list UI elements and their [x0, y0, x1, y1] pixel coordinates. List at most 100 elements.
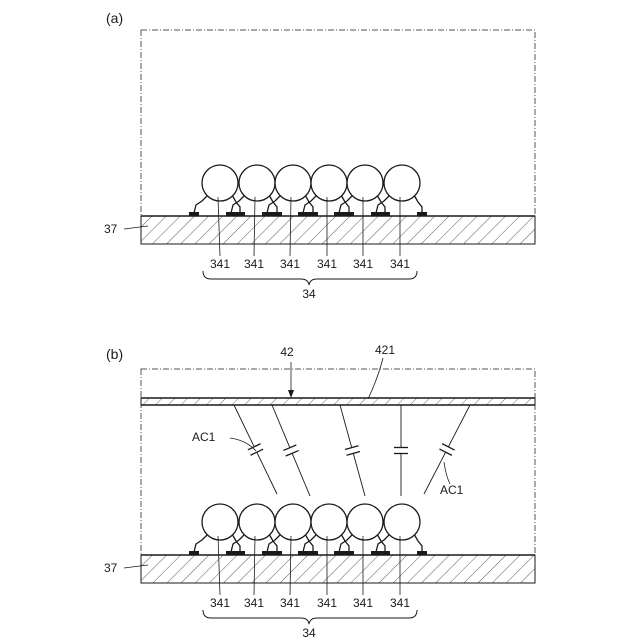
ball-leader-2 — [254, 197, 255, 256]
ball-pad-right — [272, 551, 282, 555]
panel-b-plate-label: 42 — [280, 345, 294, 359]
panel-b-substrate-label: 37 — [104, 561, 118, 575]
ball-leader-2 — [254, 536, 255, 595]
capacitor-lead-top — [272, 405, 290, 448]
ball-pad-right — [235, 551, 245, 555]
panel-b-solder-balls — [189, 504, 427, 555]
ball-body — [239, 504, 275, 540]
panel-a-ball-label-4: 341 — [317, 257, 337, 271]
panel-a-ball-label-6: 341 — [390, 257, 410, 271]
capacitor-lead-top — [340, 405, 352, 448]
ball-pad-right — [417, 212, 427, 216]
coupling-capacitor-4 — [394, 405, 408, 496]
ball-body — [275, 504, 311, 540]
panel-b-group-brace — [203, 610, 417, 624]
panel-a-group-brace — [203, 271, 417, 285]
capacitor-plate-bottom — [286, 451, 299, 456]
coupling-capacitor-3 — [340, 405, 365, 496]
ball-pad-left — [334, 212, 344, 216]
panel-b-ball-label-5: 341 — [353, 596, 373, 610]
capacitor-lead-bottom — [292, 453, 310, 496]
ball-pad-left — [298, 212, 308, 216]
panel-a: (a) 37 341 341 341 341 341 341 34 — [104, 10, 535, 301]
capacitor-lead-top — [448, 405, 470, 447]
panel-a-ball-label-3: 341 — [280, 257, 300, 271]
ball-body — [347, 165, 383, 201]
ball-body — [275, 165, 311, 201]
panel-b-coupling-capacitors — [234, 405, 470, 496]
capacitor-lead-bottom — [353, 453, 365, 496]
panel-a-ball-label-2: 341 — [244, 257, 264, 271]
panel-b-plate-surface-label: 421 — [375, 343, 395, 357]
ball-pad-right — [380, 212, 390, 216]
panel-b-plate-surface-leader — [368, 358, 383, 399]
ball-lead-right — [377, 534, 385, 552]
ball-lead-left — [194, 534, 208, 552]
ball-body — [384, 504, 420, 540]
ball-leader-3 — [290, 536, 291, 595]
ball-lead-right — [377, 195, 385, 213]
panel-b-ball-label-2: 341 — [244, 596, 264, 610]
ball-pad-left — [226, 212, 236, 216]
panel-b-ball-label-1: 341 — [210, 596, 230, 610]
panel-b-group-label: 34 — [302, 626, 316, 640]
panel-b-substrate — [141, 555, 535, 583]
ball-body — [202, 504, 238, 540]
ball-pad-right — [344, 551, 354, 555]
panel-a-substrate — [141, 216, 535, 244]
ball-pad-right — [417, 551, 427, 555]
ball-pad-left — [262, 212, 272, 216]
capacitor-lead-bottom — [257, 452, 277, 494]
capacitor-lead-top — [234, 405, 254, 447]
solder-ball-1 — [189, 165, 245, 216]
panel-b-plate — [141, 398, 535, 405]
ball-body — [347, 504, 383, 540]
panel-a-frame — [141, 30, 535, 244]
panel-a-label: (a) — [106, 10, 123, 26]
ball-pad-left — [262, 551, 272, 555]
ball-pad-left — [298, 551, 308, 555]
panel-a-substrate-label: 37 — [104, 222, 118, 236]
ball-body — [239, 165, 275, 201]
ball-pad-right — [380, 551, 390, 555]
panel-b-label: (b) — [106, 346, 123, 362]
ball-lead-right — [232, 534, 240, 552]
capacitor-plate-top — [283, 445, 296, 450]
panel-a-solder-balls — [189, 165, 427, 216]
coupling-capacitor-1 — [234, 405, 277, 494]
panel-a-ball-label-1: 341 — [210, 257, 230, 271]
capacitor-plate-bottom — [251, 449, 264, 455]
ball-pad-right — [344, 212, 354, 216]
coupling-capacitor-2 — [272, 405, 310, 496]
ball-body — [202, 165, 238, 201]
capacitor-plate-top — [442, 444, 454, 450]
ball-pad-left — [371, 551, 381, 555]
ball-pad-left — [371, 212, 381, 216]
panel-b-ac1-leader-right — [444, 462, 450, 484]
ball-pad-right — [235, 212, 245, 216]
capacitor-plate-bottom — [439, 449, 451, 455]
ball-pad-left — [189, 551, 199, 555]
ball-leader-3 — [290, 197, 291, 256]
ball-lead-right — [414, 534, 422, 552]
panel-b-ac1-label-right: AC1 — [440, 483, 464, 497]
ball-pad-left — [189, 212, 199, 216]
solder-ball-1 — [189, 504, 245, 555]
panel-b-ball-label-6: 341 — [390, 596, 410, 610]
panel-a-ball-label-5: 341 — [353, 257, 373, 271]
coupling-capacitor-5 — [424, 405, 470, 494]
panel-b: (b) 42 421 37 AC1 AC1 341 341 341 341 34… — [104, 343, 535, 640]
ball-lead-right — [414, 195, 422, 213]
ball-body — [311, 504, 347, 540]
ball-body — [311, 165, 347, 201]
ball-pad-left — [226, 551, 236, 555]
panel-b-ball-label-4: 341 — [317, 596, 337, 610]
ball-pad-right — [308, 212, 318, 216]
panel-b-ac1-label-left: AC1 — [192, 430, 216, 444]
ball-pad-right — [272, 212, 282, 216]
ball-body — [384, 165, 420, 201]
panel-a-group-label: 34 — [302, 287, 316, 301]
panel-b-ac1-leader-left — [230, 438, 256, 451]
ball-lead-right — [232, 195, 240, 213]
panel-b-ball-label-3: 341 — [280, 596, 300, 610]
